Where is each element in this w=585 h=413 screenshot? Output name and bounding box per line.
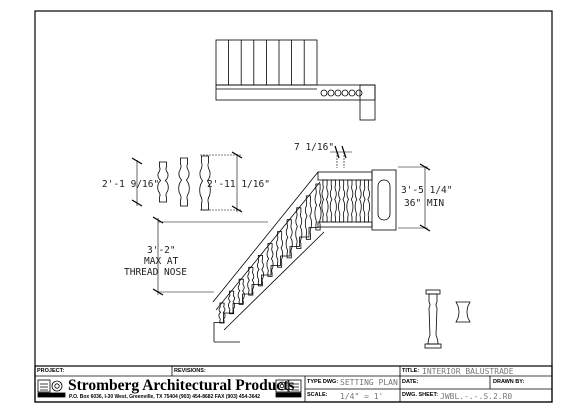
stair-baluster [256,255,264,287]
stair-baluster [228,290,236,315]
type-label: TYPE DWG: [307,379,338,385]
date-label: DATE: [402,379,419,385]
company-logo-right [275,379,302,398]
newel-panel [377,179,391,221]
stair-baluster [276,231,284,268]
stair-baluster [304,195,312,240]
dim-rail-min: 36" MIN [404,198,444,209]
newel-detail [424,289,471,349]
scale-label: SCALE: [307,392,328,398]
stair-baluster [247,266,255,296]
revisions-label: REVISIONS: [174,368,206,374]
plan-risers [228,40,305,85]
stair-baluster [218,302,226,324]
landing-baluster [321,179,329,223]
stair-baluster [285,219,293,259]
project-label: PROJECT: [37,368,64,374]
plan-view [215,39,376,121]
baluster-detail [157,155,211,211]
plan-landing-rail [215,84,376,101]
title-block [34,365,553,403]
company-name: Stromberg Architectural Products [68,377,294,394]
landing-baluster [354,179,362,223]
landing-handrail [317,171,373,181]
dim-max-line1: 3'-2" [147,245,176,256]
stair-balusters [218,183,322,324]
title-label: TITLE: [402,368,419,374]
type-value: SETTING PLAN [340,378,398,387]
sheet-label: DWG. SHEET: [402,392,438,398]
dim-baluster-tall: 2'-11 1/16" [207,179,270,190]
plan-baluster [355,89,363,97]
stair-baluster [266,243,274,277]
detail-baluster-short [157,161,169,203]
plan-baluster [334,89,342,97]
plan-baluster [327,89,335,97]
title-value: INTERIOR BALUSTRADE [422,367,514,376]
landing-baluster [363,179,370,223]
scale-value: 1/4" = 1' [340,392,383,401]
dim-rail-height: 3'-5 1/4" [401,185,452,196]
sheet-value: JWBL.-.-.S.2.R0 [440,392,512,401]
sheet-border [34,10,553,403]
dim-max-line3: THREAD NOSE [124,267,187,278]
plan-baluster [320,89,328,97]
landing-baluster [346,179,354,223]
drawn-by-label: DRAWN BY: [493,379,525,385]
dim-spacing: 7 1/16" [294,142,334,153]
bottom-rail [223,231,325,331]
plan-rail-return [359,84,376,121]
stair-step-profile [213,227,319,332]
plan-baluster [348,89,356,97]
dimension-lines [131,145,431,296]
stair-baluster [295,207,303,249]
dim-max-line2: MAX AT [144,256,179,267]
stair-elevation [212,169,397,343]
stair-baluster [237,278,245,305]
dim-baluster-short: 2'-1 9/16" [102,179,159,190]
detail-baluster-tall [199,155,211,211]
landing-balusters [321,179,370,223]
landing-bottom-rail [317,221,373,228]
plan-balusters [320,89,363,97]
detail-baluster-medium [178,157,190,207]
landing-baluster [338,179,346,223]
handrail-top [212,171,319,303]
landing-baluster [329,179,337,223]
stair-baluster [314,183,322,231]
company-address: P.O. Box 6036, I-30 West, Greenville, TX… [69,394,260,400]
plan-baluster [341,89,349,97]
company-logo-left [37,379,66,398]
newel-post [371,169,397,231]
